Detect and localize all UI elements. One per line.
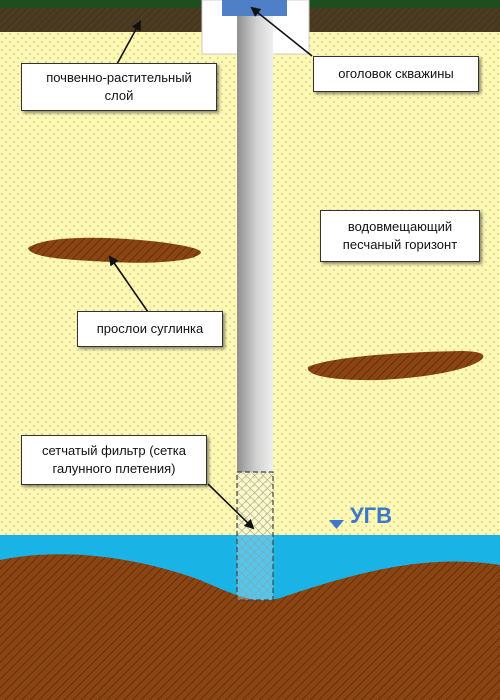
wellhead-cap — [222, 0, 287, 16]
label-aquifer: водовмещающий песчаный горизонт — [320, 210, 480, 262]
label-soil-layer: почвенно-растительный слой — [21, 63, 217, 111]
label-loam-lenses: прослои суглинка — [77, 311, 223, 347]
mesh-filter — [236, 471, 274, 601]
leader-filter — [207, 483, 255, 530]
leader-soil — [116, 20, 141, 65]
label-wellhead: оголовок скважины — [313, 56, 479, 92]
water-level-triangle-icon — [329, 520, 344, 529]
leader-loam — [108, 255, 149, 313]
leader-wellhead — [250, 6, 313, 57]
clay-aquitard — [0, 554, 500, 700]
loam-lens-right — [307, 351, 484, 381]
casing-pipe — [237, 16, 273, 472]
groundwater-level-label: УГВ — [350, 503, 393, 528]
loam-lens-left — [28, 237, 201, 263]
label-filter: сетчатый фильтр (сетка галунного плетени… — [21, 435, 207, 485]
